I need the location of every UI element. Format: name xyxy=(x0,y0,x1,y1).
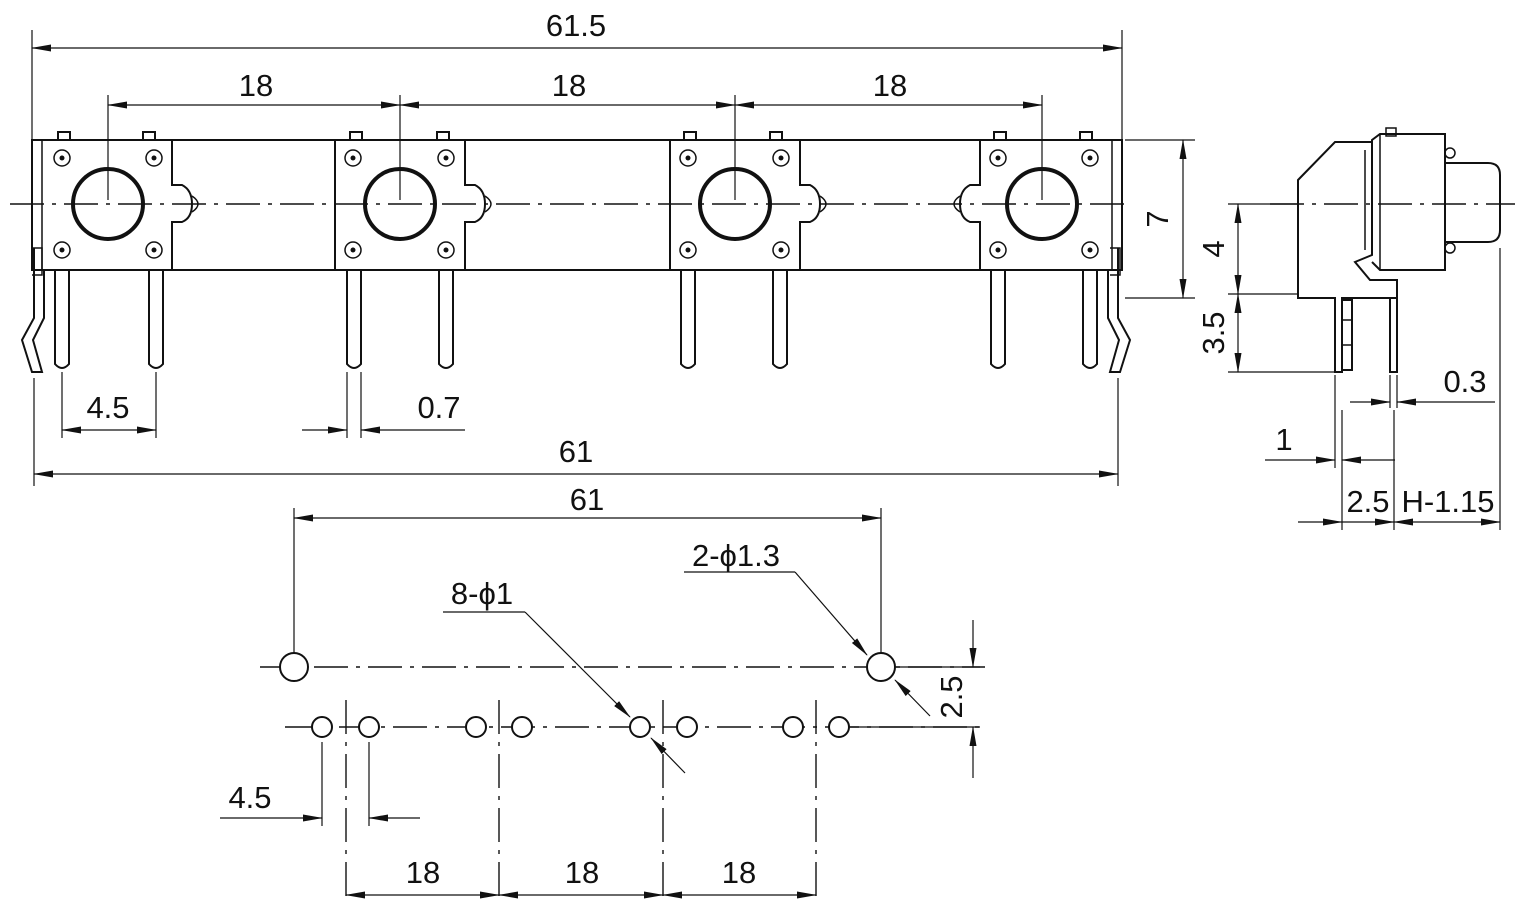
side-body xyxy=(1297,141,1398,373)
label-pin-offset: 2.5 xyxy=(1346,484,1389,519)
mounting-hole xyxy=(866,652,896,682)
label-overall-length: 61.5 xyxy=(546,8,606,43)
switch-unit-2 xyxy=(334,139,492,271)
pcb-extension-lines xyxy=(321,700,817,900)
label-button-center-height: 4 xyxy=(1196,240,1231,257)
bracket-legs xyxy=(20,247,1132,373)
label-pin-holes: 8-ϕ1 xyxy=(451,576,513,611)
label-pitch-2: 18 xyxy=(552,68,586,103)
mounting-hole xyxy=(279,652,309,682)
label-lead-thickness: 0.3 xyxy=(1443,364,1486,399)
label-mounting-span: 61 xyxy=(570,482,604,517)
label-standoff: 1 xyxy=(1275,422,1292,457)
label-pitch-1: 18 xyxy=(239,68,273,103)
label-pin-span: 61 xyxy=(559,434,593,469)
switch-unit-1 xyxy=(42,139,199,270)
label-pcb-pitch-3: 18 xyxy=(722,855,756,890)
label-pin-spacing: 4.5 xyxy=(86,390,129,425)
side-view: 4 3.5 0.3 1 2.5 H-1.15 xyxy=(1196,127,1515,530)
label-pin-width: 0.7 xyxy=(417,390,460,425)
label-body-height: 7 xyxy=(1140,210,1175,227)
front-pins xyxy=(54,270,1098,369)
label-mounting-holes: 2-ϕ1.3 xyxy=(692,538,780,573)
label-pitch-3: 18 xyxy=(873,68,907,103)
label-pcb-pitch-2: 18 xyxy=(565,855,599,890)
leader-mounting-holes xyxy=(794,571,868,656)
front-body-outline xyxy=(31,139,1123,271)
side-button xyxy=(1445,162,1501,243)
label-pcb-pitch-1: 18 xyxy=(406,855,440,890)
side-switch-housing xyxy=(1371,133,1446,271)
top-tabs xyxy=(57,131,1093,140)
pin-holes xyxy=(311,716,850,738)
pcb-layout: 61 2-ϕ1.3 8-ϕ1 2.5 4.5 18 18 18 xyxy=(220,482,985,900)
switch-unit-3 xyxy=(669,139,827,271)
label-row-offset: 2.5 xyxy=(934,675,969,718)
leader-pin-holes xyxy=(524,611,631,718)
label-pin-height: 3.5 xyxy=(1196,311,1231,354)
switch-unit-4 xyxy=(953,139,1110,270)
label-pcb-pin-spacing: 4.5 xyxy=(228,780,271,815)
front-view: 61.5 18 18 18 4.5 0.7 61 7 xyxy=(10,8,1195,486)
label-button-length: H-1.15 xyxy=(1401,484,1494,519)
